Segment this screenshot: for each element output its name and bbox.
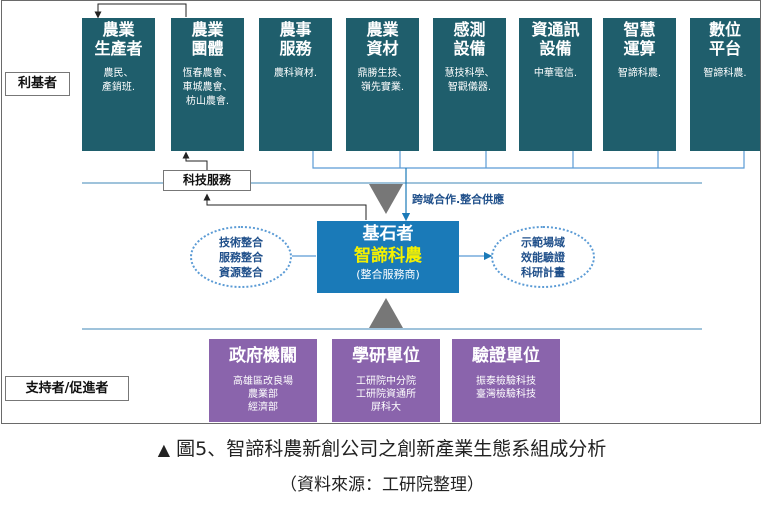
figure-caption: ▲ 圖5、智諦科農新創公司之創新產業生態系組成分析 — [0, 434, 764, 461]
left-integration-ellipse: 技術整合 服務整合 資源整合 — [190, 226, 292, 288]
tech-service-path — [203, 193, 367, 220]
supporter-title: 政府機關 — [229, 346, 297, 366]
stakeholder-detail: 農民、 產銷班. — [101, 68, 136, 93]
stakeholder-title: 智慧 運算 — [623, 20, 656, 58]
stakeholder-detail: 恆春農會、 車城農會、 枋山農會. — [182, 68, 233, 107]
stakeholder-title: 農業 團體 — [191, 20, 224, 58]
keystone-box: 基石者 智諦科農 (整合服務商) — [317, 221, 459, 293]
stakeholder-detail: 智諦科農. — [703, 68, 747, 79]
stakeholder-title: 感測 設備 — [453, 20, 486, 58]
figure-source: （資料來源：工研院整理） — [280, 475, 484, 495]
stakeholder-detail: 智諦科農. — [617, 68, 662, 79]
supporter-box-academia: 學研單位 工研院中分院 工研院資通所 屏科大 — [332, 339, 440, 422]
stakeholder-box-group: 農業 團體 恆春農會、 車城農會、 枋山農會. — [171, 18, 244, 151]
top-loop-connector — [94, 3, 187, 19]
stakeholder-title: 資通訊 設備 — [531, 20, 580, 58]
stakeholder-box-producer: 農業 生產者 農民、 產銷班. — [82, 18, 155, 151]
stakeholder-bus — [312, 151, 745, 169]
caption-text: 圖5、智諦科農新創公司之創新產業生態系組成分析 — [176, 438, 607, 460]
stakeholder-title: 農事 服務 — [279, 20, 312, 58]
stakeholder-box-ict: 資通訊 設備 中華電信. — [519, 18, 592, 151]
upper-separator — [82, 182, 702, 184]
keystone-role: 基石者 — [362, 224, 414, 244]
connector-lines — [94, 3, 745, 261]
stakeholder-title: 農業 生產者 — [94, 20, 143, 58]
stakeholder-box-service: 農事 服務 農科資材. — [259, 18, 332, 151]
right-validation-ellipse: 示範場域 效能驗證 科研計畫 — [491, 226, 595, 288]
stakeholders-side-label: 利基者 — [5, 72, 70, 96]
supporter-title: 學研單位 — [352, 346, 420, 366]
stakeholder-box-materials: 農業 資材 鼎勝生技、 嶺先實業. — [346, 18, 419, 151]
supporter-box-government: 政府機關 高雄區改良場 農業部 經濟部 — [209, 339, 317, 422]
stakeholder-detail: 中華電信. — [533, 68, 578, 79]
stakeholder-box-platform: 數位 平台 智諦科農. — [690, 18, 760, 151]
supporter-title: 驗證單位 — [472, 346, 540, 366]
supporters-side-label: 支持者/促進者 — [5, 376, 129, 401]
top-triangle — [369, 184, 403, 214]
tech-service-arrow-up — [182, 151, 208, 171]
supporter-detail: 高雄區改良場 農業部 經濟部 — [233, 376, 293, 413]
stakeholder-detail: 鼎勝生技、 嶺先實業. — [357, 68, 408, 93]
bottom-triangle — [369, 298, 403, 328]
stakeholder-detail: 慧技科學、 智觀儀器. — [444, 68, 495, 93]
tech-service-label: 科技服務 — [163, 170, 251, 191]
stakeholder-title: 農業 資材 — [366, 20, 399, 58]
lower-separator — [82, 328, 702, 330]
stakeholder-detail: 農科資材. — [273, 68, 318, 79]
stakeholder-box-computing: 智慧 運算 智諦科農. — [603, 18, 676, 151]
stakeholder-title: 數位 平台 — [708, 20, 741, 58]
supporter-detail: 工研院中分院 工研院資通所 屏科大 — [356, 376, 416, 413]
supporter-box-certification: 驗證單位 振泰檢驗科技 臺灣檢驗科技 — [452, 339, 560, 422]
keystone-subtitle: (整合服務商) — [356, 268, 420, 281]
caption-triangle-icon: ▲ — [157, 440, 171, 459]
keystone-company: 智諦科農 — [354, 246, 422, 266]
stakeholder-box-sensors: 感測 設備 慧技科學、 智觀儀器. — [433, 18, 506, 151]
supporter-detail: 振泰檢驗科技 臺灣檢驗科技 — [476, 376, 536, 400]
cross-domain-label: 跨域合作.整合供應 — [412, 193, 505, 206]
diagram-frame: 利基者 支持者/促進者 農業 生產者 農民、 產銷班. 農業 團體 恆春農會、 … — [1, 0, 761, 424]
